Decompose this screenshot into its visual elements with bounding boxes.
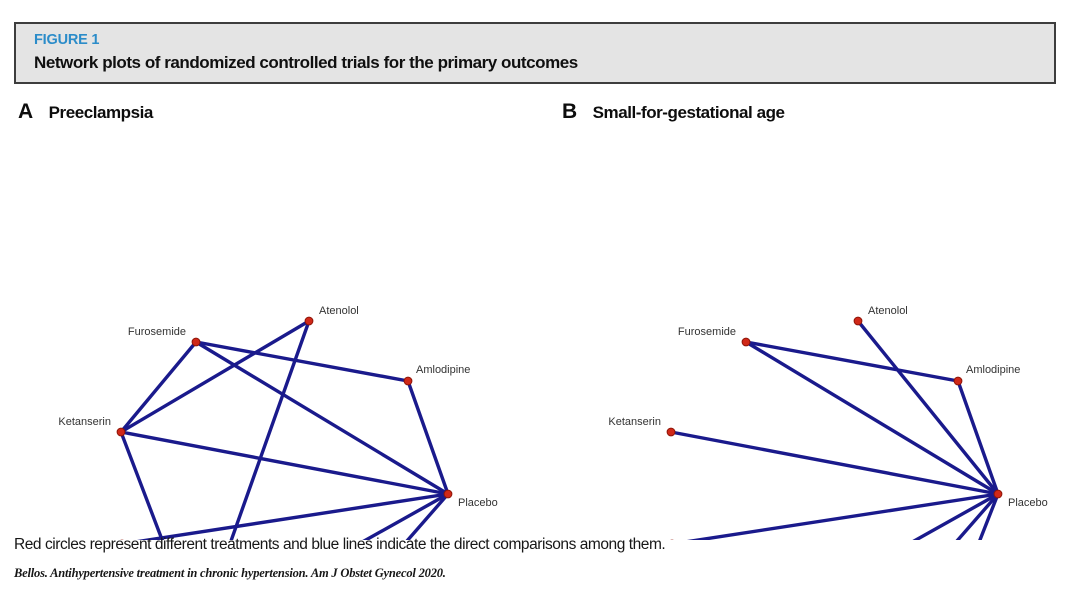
network-edge-amlodipine-placebo [956, 379, 1000, 496]
network-node-ketanserin[interactable] [116, 427, 126, 437]
network-edge-ketanserin-placebo [119, 430, 450, 496]
network-edge-furosemide-amlodipine [744, 340, 960, 383]
network-svg-b: AtenololFurosemideAmlodipineKetanserinPl… [608, 305, 1048, 540]
figure-caption: Red circles represent different treatmen… [14, 536, 666, 553]
figure-citation: Bellos. Antihypertensive treatment in ch… [14, 566, 446, 580]
network-node-label-placebo: Placebo [458, 497, 498, 509]
network-node-placebo[interactable] [443, 489, 453, 499]
network-edge-ketanserin-methyldopa [119, 430, 164, 540]
network-edge-atenolol-placebo [856, 319, 1000, 496]
network-node-label-atenolol: Atenolol [868, 305, 908, 317]
network-node-label-amlodipine: Amlodipine [966, 364, 1020, 376]
figure-banner: FIGURE 1 Network plots of randomized con… [14, 22, 1056, 84]
network-edge-labetalol-placebo [136, 492, 450, 540]
network-node-furosemide[interactable] [191, 337, 201, 347]
network-edge-labetalol-placebo [686, 492, 1000, 540]
network-edge-furosemide-placebo [194, 340, 450, 496]
network-edge-amlodipine-placebo [406, 379, 450, 496]
network-edge-furosemide-placebo [744, 340, 1000, 496]
network-node-furosemide[interactable] [741, 337, 751, 347]
network-edge-methyldopa-placebo [362, 492, 450, 540]
panel-b-letter: B [562, 100, 577, 123]
network-node-atenolol[interactable] [853, 316, 863, 326]
network-node-amlodipine[interactable] [403, 376, 413, 386]
network-node-amlodipine[interactable] [953, 376, 963, 386]
network-node-label-atenolol: Atenolol [319, 305, 359, 317]
figure-number-label: FIGURE 1 [34, 32, 100, 48]
network-edge-ketanserin-placebo [669, 430, 1000, 496]
network-edge-atenolol-ketanserin [119, 319, 311, 434]
panel-b-header: B Small-for-gestational age [562, 100, 785, 124]
network-edge-furosemide-amlodipine [194, 340, 410, 383]
network-edge-nifedipine-placebo [405, 492, 450, 540]
network-node-placebo[interactable] [993, 489, 1003, 499]
network-node-label-ketanserin: Ketanserin [608, 416, 661, 428]
network-node-label-ketanserin: Ketanserin [58, 416, 111, 428]
network-node-label-amlodipine: Amlodipine [416, 364, 470, 376]
network-edge-pindolol-placebo [978, 492, 1000, 540]
edge-layer [669, 319, 1000, 540]
panel-a-header: A Preeclampsia [18, 100, 153, 124]
panel-b-title: Small-for-gestational age [592, 103, 785, 122]
network-node-ketanserin[interactable] [666, 427, 676, 437]
figure-title: Network plots of randomized controlled t… [34, 53, 578, 72]
network-edge-furosemide-ketanserin [119, 340, 198, 434]
network-node-label-furosemide: Furosemide [128, 326, 186, 338]
network-node-label-furosemide: Furosemide [678, 326, 736, 338]
network-node-atenolol[interactable] [304, 316, 314, 326]
network-node-label-placebo: Placebo [1008, 497, 1048, 509]
node-layer: AtenololFurosemideAmlodipineKetanserinPl… [58, 305, 498, 540]
network-edge-methyldopa-placebo [912, 492, 1000, 540]
node-layer: AtenololFurosemideAmlodipineKetanserinPl… [608, 305, 1048, 540]
panel-a-title: Preeclampsia [48, 103, 154, 122]
network-edge-nifedipine-placebo [955, 492, 1000, 540]
network-edge-atenolol-methyldopa [229, 319, 311, 540]
edge-layer [119, 319, 450, 540]
network-svg-a: AtenololFurosemideAmlodipineKetanserinPl… [58, 305, 498, 540]
panel-a-letter: A [18, 100, 33, 123]
